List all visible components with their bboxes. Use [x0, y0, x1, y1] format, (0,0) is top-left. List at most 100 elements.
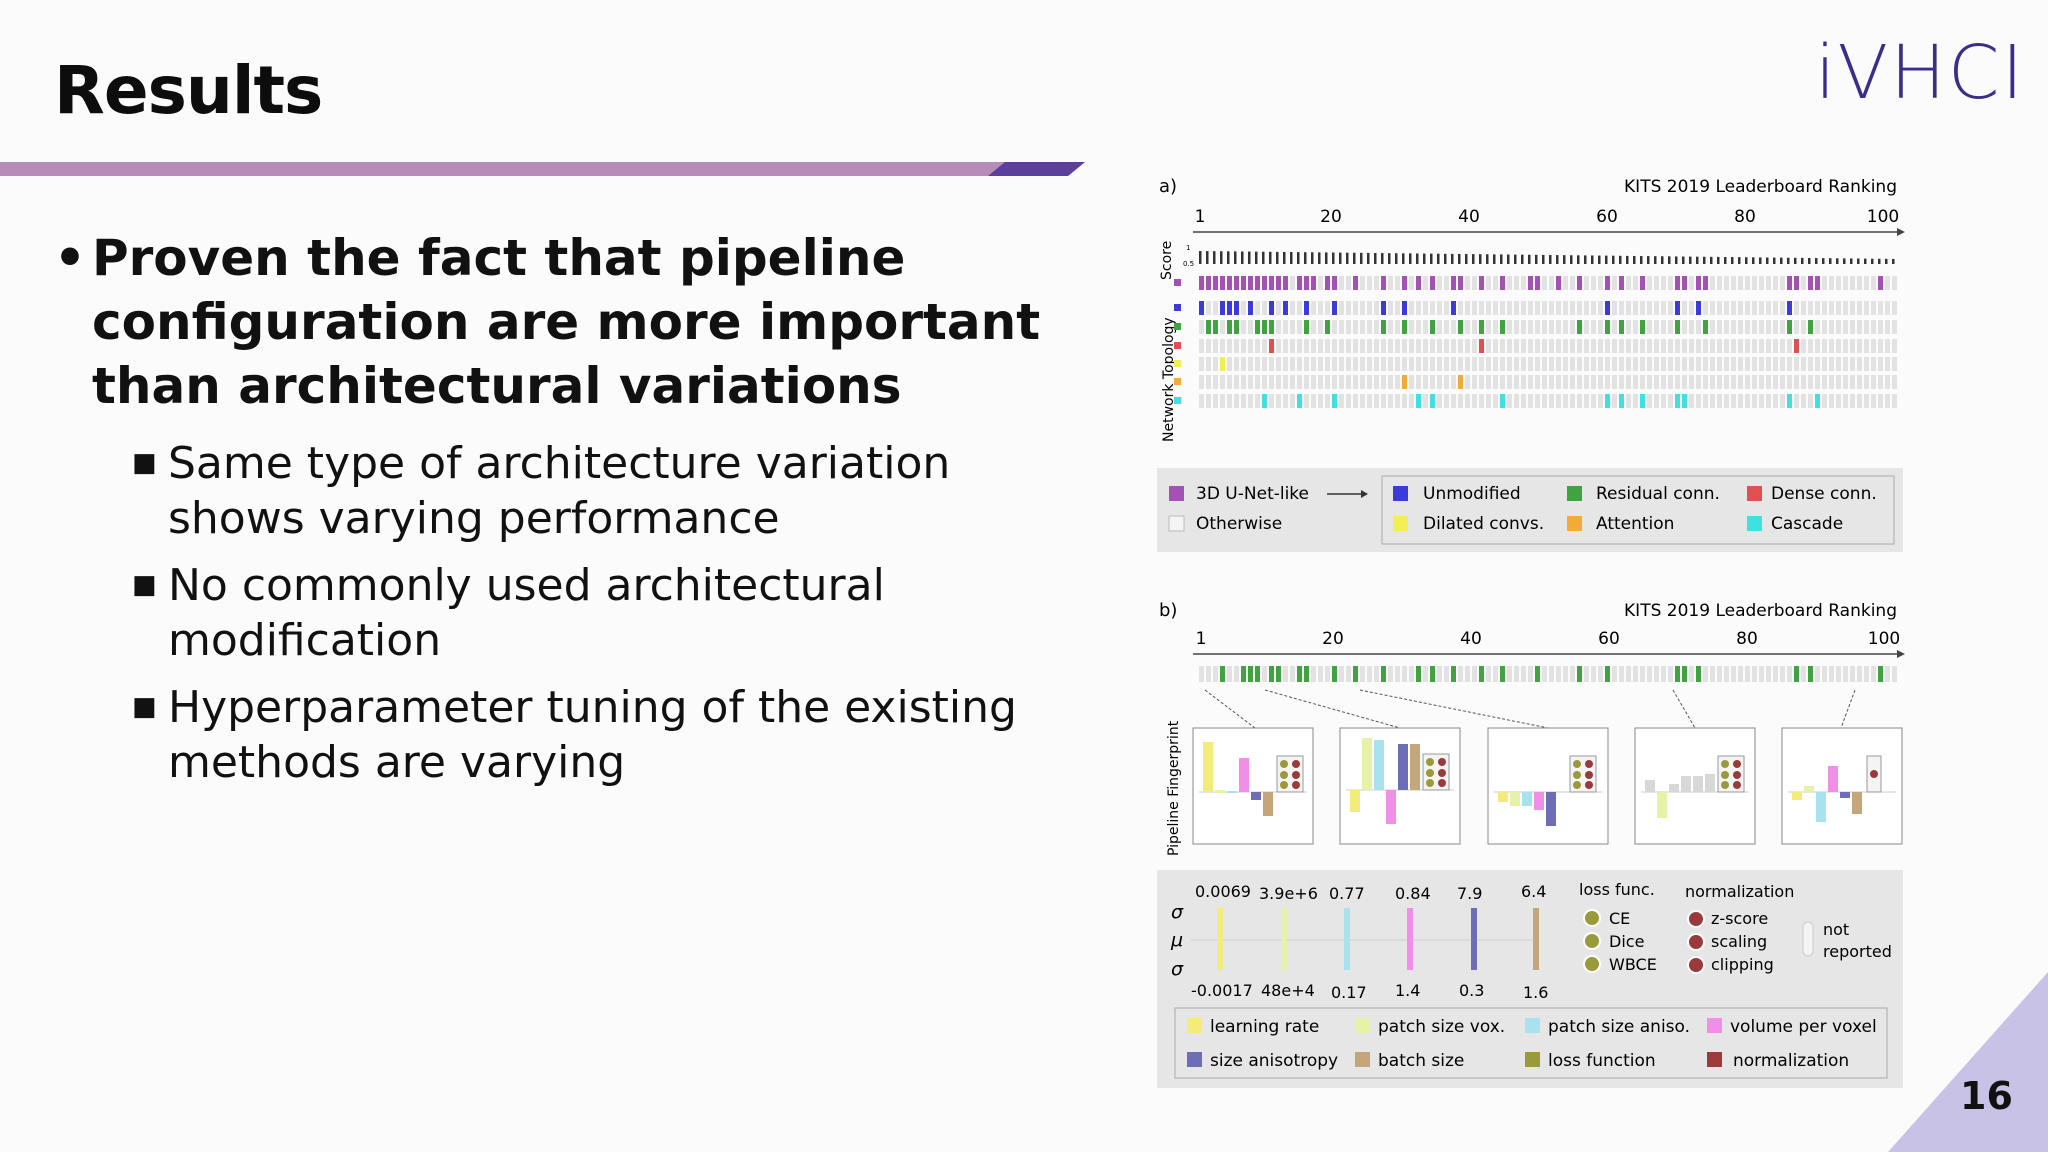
score-bar [1829, 258, 1832, 264]
topology-bar [1241, 357, 1246, 371]
topology-bar [1598, 339, 1603, 353]
topology-bar [1598, 301, 1603, 315]
topology-bar [1381, 357, 1386, 371]
topology-bar [1346, 357, 1351, 371]
topology-bar [1500, 301, 1505, 315]
topology-bar [1570, 394, 1575, 408]
topology-bar [1241, 320, 1246, 334]
topology-bar [1479, 320, 1484, 334]
topology-bar [1521, 394, 1526, 408]
topology-bar [1703, 375, 1708, 389]
pipeline-bar [1262, 666, 1267, 682]
topology-bar [1843, 357, 1848, 371]
slide-title: Results [54, 52, 323, 129]
topology-bar [1752, 276, 1757, 290]
fingerprint-bar [1705, 774, 1715, 792]
score-bar [1598, 255, 1601, 264]
sigma-label: σ [1171, 901, 1184, 923]
topology-bar [1402, 320, 1407, 334]
pipeline-bar [1542, 666, 1547, 682]
topology-bar [1605, 276, 1610, 290]
topology-bar [1843, 320, 1848, 334]
topology-bar [1241, 301, 1246, 315]
legend-swatch [1355, 1052, 1370, 1067]
topology-bar [1696, 276, 1701, 290]
topology-bar [1864, 276, 1869, 290]
pipeline-bar [1577, 666, 1582, 682]
topology-bar [1675, 375, 1680, 389]
topology-bar [1864, 375, 1869, 389]
topology-bar [1822, 357, 1827, 371]
topology-bar [1682, 276, 1687, 290]
topology-bar [1556, 375, 1561, 389]
topology-bar [1605, 394, 1610, 408]
ivhci-logo: iVHCI [1815, 30, 2026, 116]
topology-bar [1353, 301, 1358, 315]
topology-bar [1605, 320, 1610, 334]
topology-bar [1381, 394, 1386, 408]
topology-bar [1577, 320, 1582, 334]
topology-bar [1325, 357, 1330, 371]
topology-bar [1612, 357, 1617, 371]
topology-bar [1808, 276, 1813, 290]
topology-bar [1241, 375, 1246, 389]
topology-bar [1801, 320, 1806, 334]
topology-bar [1710, 339, 1715, 353]
topology-bar [1843, 339, 1848, 353]
score-bar [1710, 256, 1713, 264]
topology-bar [1773, 357, 1778, 371]
topology-bar [1514, 357, 1519, 371]
topology-bar [1346, 301, 1351, 315]
topology-bar [1451, 301, 1456, 315]
topology-bar [1437, 276, 1442, 290]
topology-bar [1528, 394, 1533, 408]
pipeline-bar [1234, 666, 1239, 682]
topology-bar [1591, 357, 1596, 371]
scale-max: 0.84 [1395, 884, 1431, 903]
topology-bar [1395, 375, 1400, 389]
mu-label: μ [1170, 929, 1183, 951]
topology-bar [1598, 320, 1603, 334]
topology-bar [1297, 320, 1302, 334]
topology-bar [1871, 320, 1876, 334]
topology-bar [1717, 276, 1722, 290]
norm-dot [1438, 779, 1446, 787]
topology-bar [1458, 394, 1463, 408]
topology-bar [1465, 339, 1470, 353]
topology-bar [1269, 375, 1274, 389]
topology-bar [1815, 394, 1820, 408]
connector-line [1840, 689, 1856, 729]
topology-bar [1829, 276, 1834, 290]
panel-a-label: a) [1159, 176, 1177, 197]
topology-bar [1241, 276, 1246, 290]
topology-bar [1255, 375, 1260, 389]
topology-bar [1206, 375, 1211, 389]
topology-bar [1815, 357, 1820, 371]
topology-bar [1234, 320, 1239, 334]
topology-bar [1472, 276, 1477, 290]
topology-bar [1423, 339, 1428, 353]
pipeline-bar [1395, 666, 1400, 682]
topology-bar [1521, 375, 1526, 389]
topology-bar [1220, 357, 1225, 371]
scale-max: 0.77 [1329, 884, 1365, 903]
topology-bar [1472, 357, 1477, 371]
topology-bar [1241, 339, 1246, 353]
topology-bar [1395, 301, 1400, 315]
topology-bar [1584, 320, 1589, 334]
score-tick: 1 [1186, 244, 1190, 252]
fingerprint-bar [1645, 780, 1655, 792]
topology-bar [1675, 320, 1680, 334]
topology-bar [1794, 276, 1799, 290]
topology-bar [1745, 276, 1750, 290]
not-reported-label: reported [1823, 942, 1892, 961]
topology-bar [1850, 394, 1855, 408]
topology-bar [1759, 375, 1764, 389]
topology-bar [1850, 375, 1855, 389]
zoom-connectors [1204, 689, 1856, 729]
pipeline-bar [1801, 666, 1806, 682]
topology-bar [1871, 394, 1876, 408]
topology-bar [1815, 276, 1820, 290]
square-bullet-icon: ■ [132, 448, 157, 478]
scale-min: 1.4 [1395, 981, 1420, 1000]
